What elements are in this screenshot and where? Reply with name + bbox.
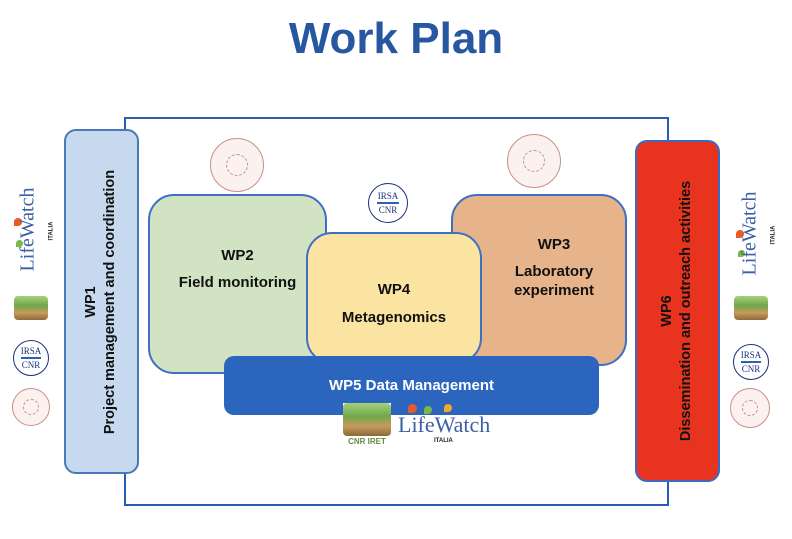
cnr-iret-logo: CNR IRET xyxy=(343,403,391,451)
wp2-code: WP2 xyxy=(221,247,254,264)
lifewatch-logo: LifeWatch ITALIA xyxy=(398,404,492,448)
wp2-box: WP2 Field monitoring xyxy=(148,194,327,374)
lifewatch-logo-vertical: LifeWatch ITALIA xyxy=(12,188,54,272)
cnr-iret-logo-left xyxy=(14,296,48,332)
university-seal-logo-left xyxy=(12,388,50,426)
lifewatch-logo-vertical-right: LifeWatch ITALIA xyxy=(734,190,776,278)
irsa-cnr-logo-left: IRSA CNR xyxy=(13,340,49,376)
wp3-code: WP3 xyxy=(537,235,571,253)
irsa-cnr-logo: IRSA CNR xyxy=(368,183,408,223)
wp3-label-line2: experiment xyxy=(513,281,595,299)
wp6-box: WP6 Dissemination and outreach activitie… xyxy=(635,140,720,482)
irsa-cnr-logo-right: IRSA CNR xyxy=(733,344,769,380)
wp4-label: Metagenomics xyxy=(341,308,447,326)
wp5-label: WP5 Data Management xyxy=(328,377,495,394)
page-title: Work Plan xyxy=(288,14,504,63)
wp6-code: WP6 xyxy=(659,295,676,327)
wp1-code: WP1 xyxy=(83,285,100,318)
wp4-code: WP4 xyxy=(377,280,411,298)
wp4-box: WP4 Metagenomics xyxy=(306,232,482,364)
wp1-label: Project management and coordination xyxy=(102,169,119,434)
wp1-box: WP1 Project management and coordination xyxy=(64,129,139,474)
wp3-label-line1: Laboratory xyxy=(514,262,594,280)
university-seal-logo xyxy=(507,134,561,188)
cnr-iret-logo-right xyxy=(734,296,768,332)
university-seal-logo-right xyxy=(730,388,770,428)
wp6-label: Dissemination and outreach activities xyxy=(678,180,695,442)
wp2-label: Field monitoring xyxy=(178,274,297,291)
university-seal-logo xyxy=(210,138,264,192)
